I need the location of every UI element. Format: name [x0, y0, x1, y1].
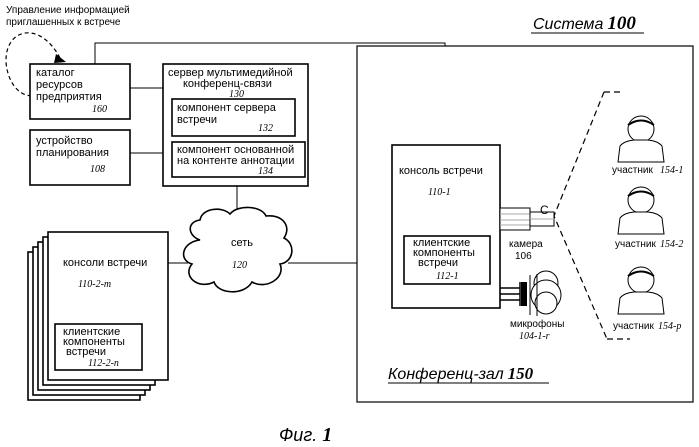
consoles-ref: 110-2-m [78, 279, 111, 290]
console-client-ref: 112-1 [436, 271, 459, 282]
consoles-client-ref: 112-2-n [88, 358, 119, 369]
participant-2-label: участник [615, 239, 656, 250]
consoles-client-line3: встречи [66, 346, 106, 358]
scheduler-ref: 108 [90, 164, 105, 175]
participant-2-ref: 154-2 [660, 239, 683, 250]
figure-caption: Фиг.1 [279, 424, 332, 446]
network-cloud[interactable] [184, 207, 292, 291]
catalog-line1: каталог [36, 67, 75, 79]
scheduler-line1: устройство [36, 135, 93, 147]
participant-1-ref: 154-1 [660, 165, 683, 176]
console-label: консоль встречи [399, 165, 483, 177]
annotation-line2: на контенте аннотации [177, 155, 294, 167]
loop-arrowhead [54, 54, 66, 63]
system-label: Система100 [533, 13, 636, 34]
server-line2: конференц-связи [183, 78, 272, 90]
microphones-label: микрофоны [510, 318, 564, 330]
camera-ref: 106 [515, 251, 532, 262]
manage-info-title-line1: Управление информацией [6, 4, 130, 16]
participant-3-ref: 154-p [658, 321, 681, 332]
consoles-label: консоли встречи [63, 257, 147, 269]
conference-room-label: Конференц-зал150 [388, 364, 534, 383]
catalog-line3: предприятия [36, 91, 102, 103]
network-label: сеть [231, 237, 253, 249]
scheduler-line2: планирования [36, 147, 109, 159]
camera-letter: C [540, 203, 549, 217]
meeting-server-line1: компонент сервера [177, 102, 277, 114]
catalog-line2: ресурсов [36, 79, 83, 91]
catalog-ref: 160 [92, 104, 107, 115]
console-ref: 110-1 [428, 187, 451, 198]
console-client-line3: встречи [418, 257, 458, 269]
participant-3-label: участник [613, 321, 654, 332]
microphones-ref: 104-1-r [519, 331, 550, 342]
annotation-ref: 134 [258, 166, 273, 177]
camera-label: камера [509, 239, 543, 250]
manage-info-title-line2: приглашенных к встрече [6, 17, 121, 28]
participant-1-label: участник [612, 165, 653, 176]
meeting-server-line2: встречи [177, 114, 217, 126]
meeting-server-ref: 132 [258, 123, 273, 134]
network-ref: 120 [232, 260, 247, 271]
